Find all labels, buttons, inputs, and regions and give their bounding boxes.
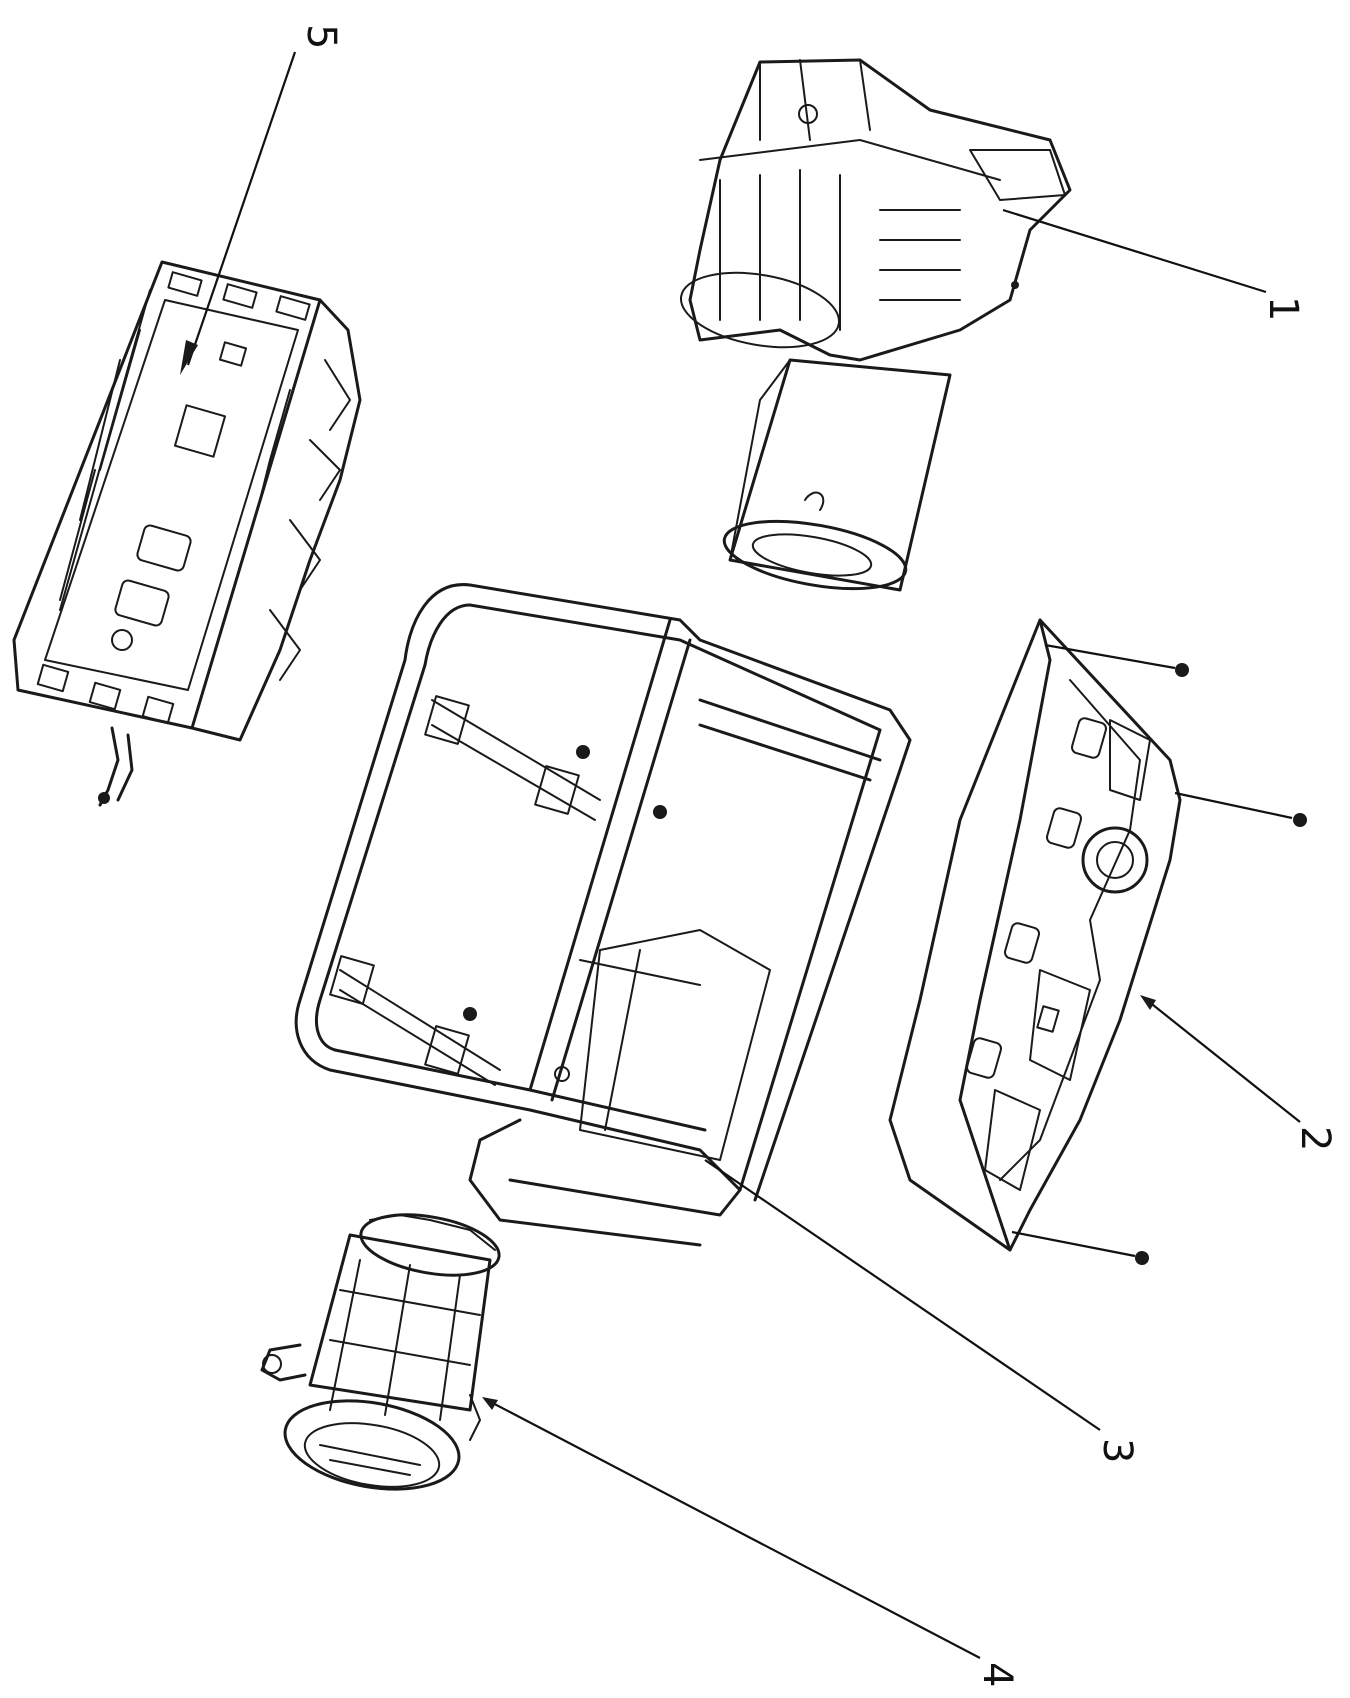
callout-1: 1 (1260, 296, 1306, 321)
part-5-control-panel (12, 260, 362, 807)
callout-3: 3 (1094, 1438, 1140, 1463)
leader-4 (484, 1398, 981, 1659)
leader-1 (1002, 208, 1267, 294)
callout-2: 2 (1292, 1126, 1338, 1151)
part-3-frame (294, 583, 912, 1247)
part-1-engine (679, 58, 1072, 592)
callout-4: 4 (974, 1662, 1020, 1687)
leader-5 (186, 51, 297, 366)
leader-3 (704, 1159, 1101, 1431)
leader-2 (1142, 996, 1301, 1123)
part-2-fuel-tank (888, 618, 1182, 1252)
screw-set (1011, 643, 1307, 1265)
callout-5: 5 (298, 24, 344, 49)
leader-lines (180, 51, 1301, 1659)
part-4-alternator (260, 1213, 501, 1491)
